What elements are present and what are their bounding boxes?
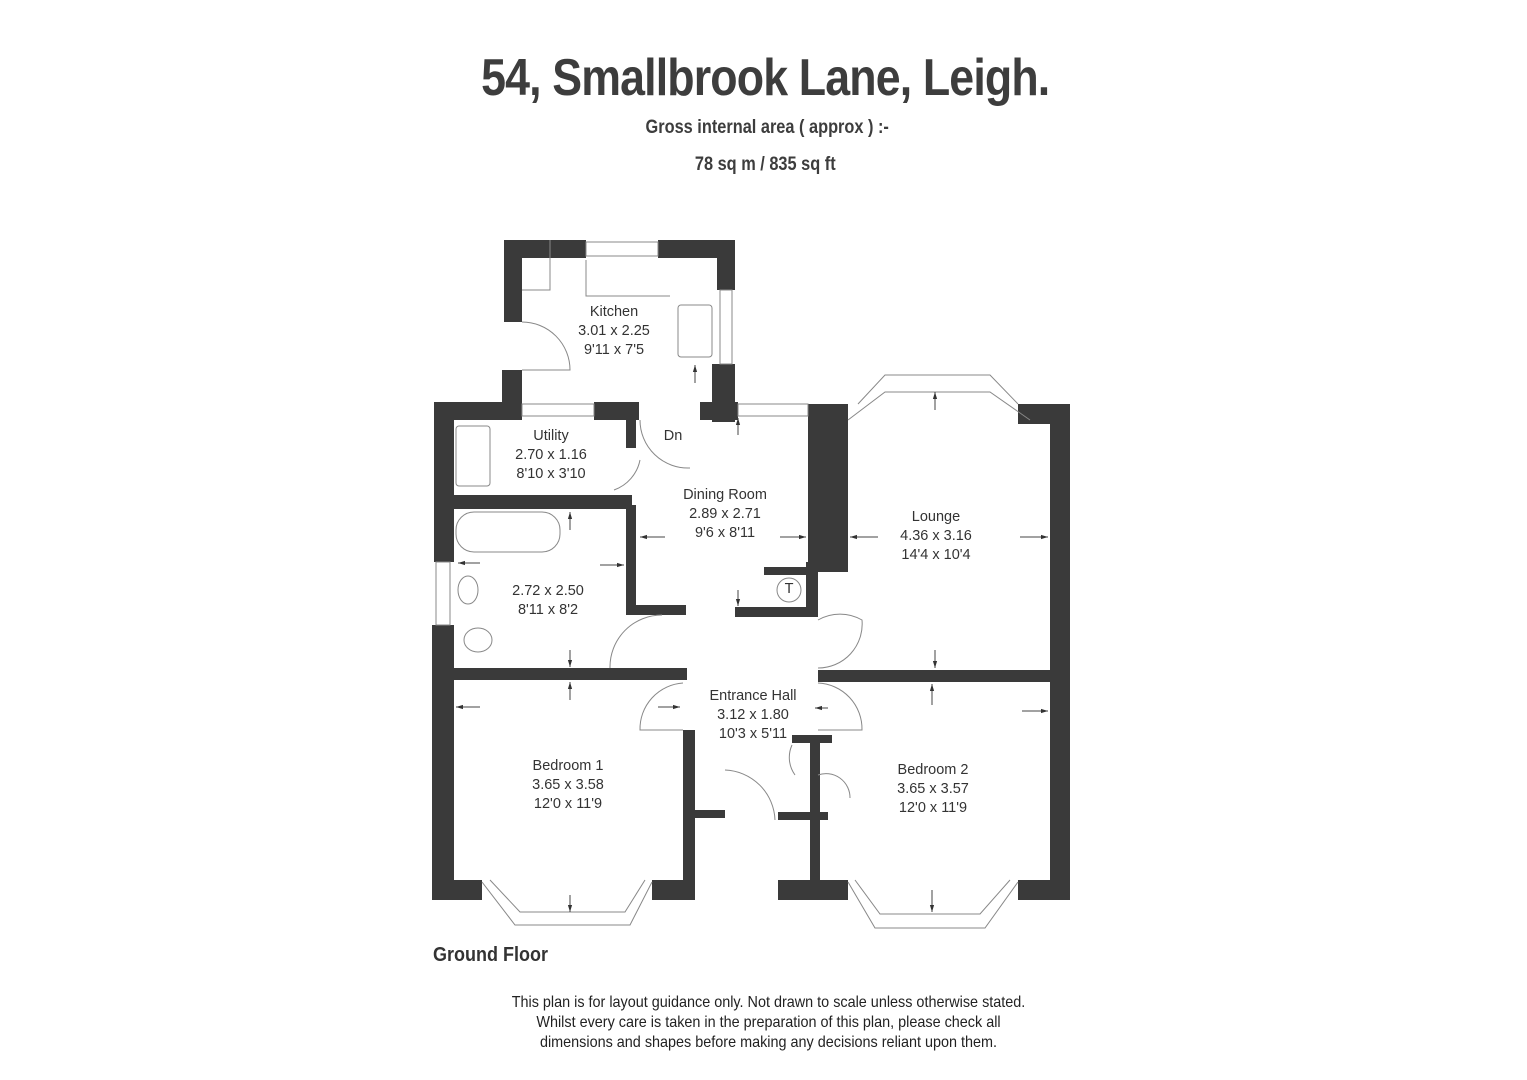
dimension-arrows [456,365,1048,912]
room-entrance-hall: Entrance Hall 3.12 x 1.80 10'3 x 5'11 [709,687,796,744]
room-bedroom-1: Bedroom 1 3.65 x 3.58 12'0 x 11'9 [532,757,604,814]
room-imperial: 10'3 x 5'11 [718,726,788,742]
room-imperial: 12'0 x 11'9 [898,800,968,816]
room-bathroom: 2.72 x 2.50 8'11 x 8'2 [512,582,584,620]
disclaimer-line: Whilst every care is taken in the prepar… [536,1014,1001,1031]
room-name: Kitchen [589,304,639,320]
room-metric: 3.01 x 2.25 [578,323,650,339]
room-name: Bedroom 1 [532,758,604,774]
room-imperial: 14'4 x 10'4 [901,547,971,563]
room-kitchen: Kitchen 3.01 x 2.25 9'11 x 7'5 [578,303,650,360]
floor-label: Ground Floor [433,944,548,966]
room-imperial: 9'6 x 8'11 [694,525,756,541]
room-metric: 2.89 x 2.71 [689,506,761,522]
room-metric: 3.65 x 3.57 [897,781,969,797]
disclaimer-line: dimensions and shapes before making any … [539,1034,998,1051]
room-metric: 4.36 x 3.16 [900,528,972,544]
room-name: Utility [533,428,569,444]
room-name: Lounge [911,509,961,525]
room-metric: 2.72 x 2.50 [512,583,584,599]
room-name: Entrance Hall [709,688,797,704]
room-metric: 2.70 x 1.16 [515,447,587,463]
room-lounge: Lounge 4.36 x 3.16 14'4 x 10'4 [900,508,972,565]
gross-area-value: 78 sq m / 835 sq ft [694,154,836,175]
room-name: Dining Room [683,487,767,503]
room-metric: 3.65 x 3.58 [532,777,604,793]
room-imperial: 12'0 x 11'9 [533,796,603,812]
disclaimer-line: This plan is for layout guidance only. N… [511,994,1026,1011]
gross-area-label: Gross internal area ( approx ) :- [645,117,889,138]
room-utility: Utility 2.70 x 1.16 8'10 x 3'10 [515,427,587,484]
room-metric: 3.12 x 1.80 [717,707,789,723]
room-dining: Dining Room 2.89 x 2.71 9'6 x 8'11 [683,486,767,543]
cupboard-t-label: T [784,581,794,597]
windows-and-fixtures [435,240,1031,929]
stairs-down-label: Dn [663,428,683,444]
property-address-title: 54, Smallbrook Lane, Leigh. [481,49,1050,107]
room-imperial: 8'10 x 3'10 [516,466,586,482]
room-name: Bedroom 2 [897,762,969,778]
room-bedroom-2: Bedroom 2 3.65 x 3.57 12'0 x 11'9 [897,761,969,818]
walls [432,240,1070,900]
room-imperial: 8'11 x 8'2 [517,602,579,618]
room-imperial: 9'11 x 7'5 [583,342,645,358]
disclaimer: This plan is for layout guidance only. N… [454,993,1084,1053]
